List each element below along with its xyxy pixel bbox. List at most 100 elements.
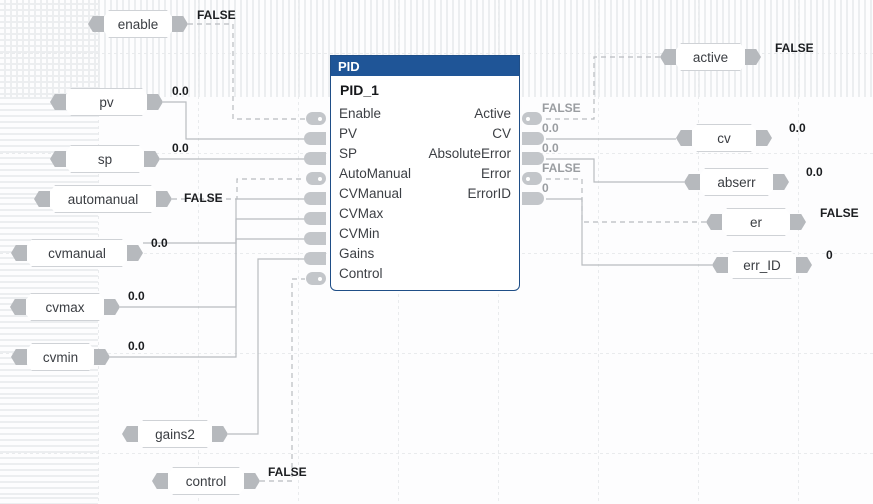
variable-value-cvmin: 0.0 [128, 339, 145, 353]
variable-value-automanual: FALSE [184, 191, 223, 205]
variable-name-gains2: gains2 [133, 420, 217, 448]
variable-node-cvmanual[interactable]: cvmanual [11, 239, 143, 267]
node-cap-right-icon [144, 151, 160, 167]
pin-connector-control[interactable] [306, 272, 326, 285]
variable-value-cv: 0.0 [789, 121, 806, 135]
variable-node-active[interactable]: active [660, 43, 761, 71]
variable-value-active: FALSE [775, 41, 814, 55]
variable-node-cvmin[interactable]: cvmin [11, 343, 110, 371]
pin-connector-sp[interactable] [304, 152, 326, 165]
grid-line-horizontal [0, 453, 873, 454]
pin-value-active: FALSE [542, 101, 581, 115]
node-cap-left-icon [676, 130, 692, 146]
node-cap-left-icon [10, 299, 26, 315]
node-cap-left-icon [11, 349, 27, 365]
block-pin-rows: Enable Active PV CV SP AbsoluteError Aut… [331, 104, 519, 284]
node-cap-left-icon [34, 191, 50, 207]
pin-connector-error[interactable] [522, 172, 542, 185]
variable-value-cvmanual: 0.0 [151, 236, 168, 250]
pin-value-cv: 0.0 [542, 121, 559, 135]
pin-connector-errorid[interactable] [522, 192, 544, 205]
pin-label-control: Control [339, 266, 383, 281]
pin-row-enable: Enable Active [331, 104, 519, 124]
pin-label-automanual: AutoManual [339, 166, 412, 181]
pin-connector-cv[interactable] [522, 132, 544, 145]
pin-row-pv: PV CV [331, 124, 519, 144]
pin-label-cvmin: CVMin [339, 226, 380, 241]
node-cap-left-icon [152, 473, 168, 489]
node-cap-right-icon [796, 257, 812, 273]
node-cap-right-icon [756, 130, 772, 146]
node-cap-left-icon [122, 426, 138, 442]
pin-value-absoluteerror: 0.0 [542, 141, 559, 155]
pin-connector-active[interactable] [522, 112, 542, 125]
variable-name-cvmin: cvmin [22, 343, 99, 371]
pin-connector-automanual[interactable] [306, 172, 326, 185]
pin-label-enable: Enable [339, 106, 382, 121]
pin-label-errorid: ErrorID [467, 186, 512, 201]
variable-node-gains2[interactable]: gains2 [122, 420, 228, 448]
pin-label-active: Active [474, 106, 511, 121]
variable-value-enable: FALSE [197, 8, 236, 22]
variable-name-er: er [717, 208, 795, 236]
pin-label-pv: PV [339, 126, 358, 141]
pid-function-block[interactable]: PID PID_1 Enable Active PV CV SP Absolut… [330, 55, 520, 291]
node-cap-left-icon [11, 245, 27, 261]
grid-line-vertical [298, 0, 299, 504]
variable-node-er[interactable]: er [706, 208, 806, 236]
variable-node-err-id[interactable]: err_ID [712, 251, 812, 279]
pin-connector-enable[interactable] [306, 112, 326, 125]
node-cap-left-icon [50, 151, 66, 167]
variable-name-sp: sp [61, 145, 149, 173]
node-cap-right-icon [147, 94, 163, 110]
variable-node-control[interactable]: control [152, 467, 260, 495]
node-cap-left-icon [50, 94, 66, 110]
pin-row-control: Control [331, 264, 519, 284]
node-cap-right-icon [745, 49, 761, 65]
variable-value-er: FALSE [820, 206, 859, 220]
node-cap-left-icon [88, 16, 104, 32]
grid-line-horizontal [0, 53, 873, 54]
block-type-label: PID [331, 56, 519, 76]
grid-line-horizontal [0, 353, 873, 354]
variable-node-abserr[interactable]: abserr [684, 168, 789, 196]
pin-label-cvmanual: CVManual [339, 186, 403, 201]
variable-node-sp[interactable]: sp [50, 145, 160, 173]
variable-value-err-id: 0 [826, 248, 833, 262]
variable-name-pv: pv [61, 88, 152, 116]
variable-node-cvmax[interactable]: cvmax [10, 293, 120, 321]
node-cap-left-icon [706, 214, 722, 230]
pin-label-sp: SP [339, 146, 358, 161]
node-cap-right-icon [94, 349, 110, 365]
variable-node-cv[interactable]: cv [676, 124, 772, 152]
pin-connector-cvmanual[interactable] [304, 192, 326, 205]
grid-line-vertical [798, 0, 799, 504]
node-cap-right-icon [104, 299, 120, 315]
variable-name-active: active [671, 43, 750, 71]
pin-connector-cvmin[interactable] [304, 232, 326, 245]
variable-value-control: FALSE [268, 465, 307, 479]
variable-node-automanual[interactable]: automanual [34, 185, 172, 213]
block-instance-label: PID_1 [340, 82, 379, 98]
variable-name-enable: enable [99, 10, 177, 38]
pin-value-error: FALSE [542, 161, 581, 175]
pin-label-cvmax: CVMax [339, 206, 384, 221]
pin-value-errorid: 0 [542, 181, 549, 195]
variable-node-pv[interactable]: pv [50, 88, 163, 116]
node-cap-right-icon [773, 174, 789, 190]
variable-name-cv: cv [687, 124, 761, 152]
pin-connector-cvmax[interactable] [304, 212, 326, 225]
variable-value-pv: 0.0 [172, 84, 189, 98]
pin-row-cvmin: CVMin [331, 224, 519, 244]
pin-connector-absoluteerror[interactable] [522, 152, 544, 165]
variable-node-enable[interactable]: enable [88, 10, 188, 38]
pin-connector-gains[interactable] [304, 252, 326, 265]
pin-row-sp: SP AbsoluteError [331, 144, 519, 164]
variable-value-cvmax: 0.0 [128, 289, 145, 303]
grid-line-vertical [698, 0, 699, 504]
node-cap-right-icon [156, 191, 172, 207]
variable-name-abserr: abserr [695, 168, 778, 196]
pin-connector-pv[interactable] [304, 132, 326, 145]
pin-label-gains: Gains [339, 246, 375, 261]
variable-value-sp: 0.0 [172, 141, 189, 155]
